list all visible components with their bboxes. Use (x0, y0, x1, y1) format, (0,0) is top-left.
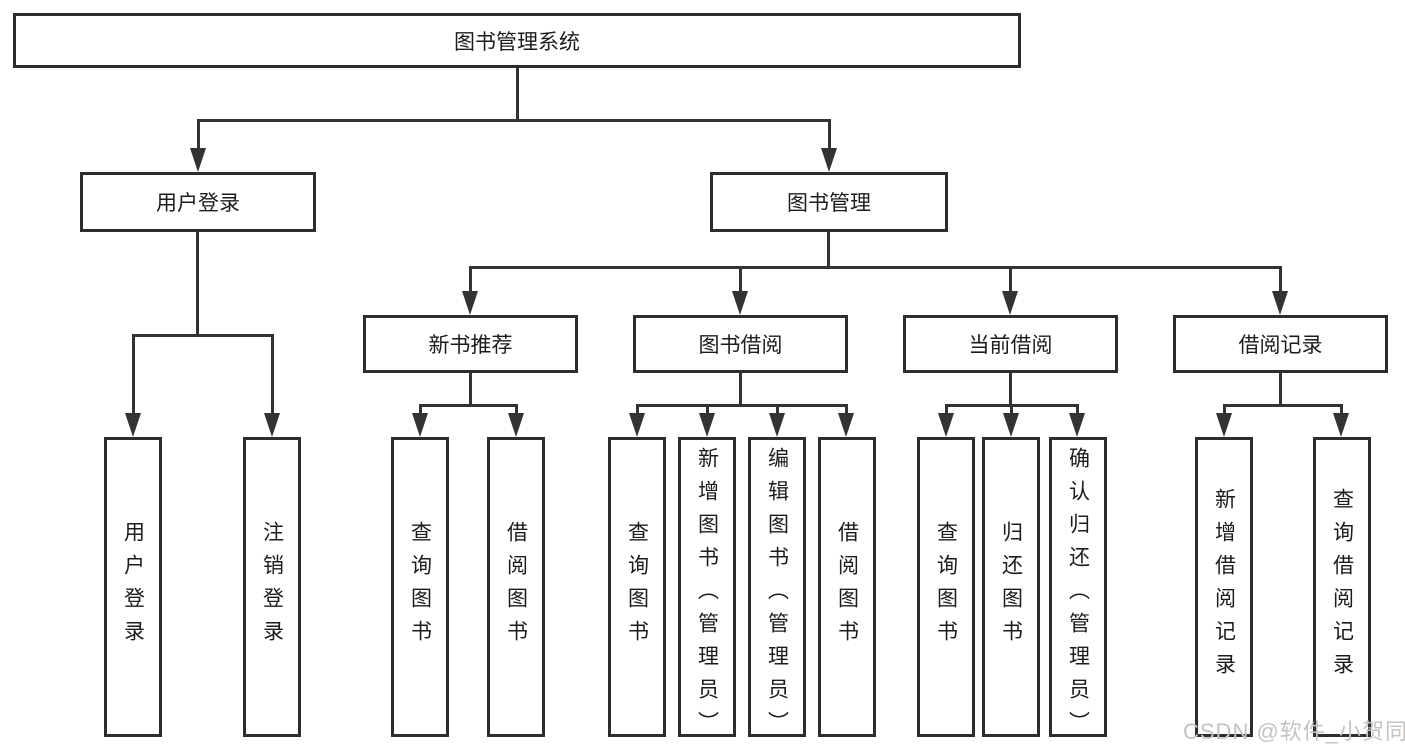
node-label: 借阅图书 (504, 521, 528, 653)
connector-line (419, 404, 518, 407)
node-library-management-system: 图书管理系统 (13, 13, 1021, 68)
connector-line (739, 373, 742, 407)
arrow-down-icon (125, 413, 141, 437)
node-label: 借阅记录 (1238, 334, 1323, 357)
connector-line (945, 404, 948, 416)
node-label: 新增借阅记录 (1212, 488, 1236, 686)
connector-line (469, 373, 472, 407)
connector-line (636, 404, 639, 416)
connector-line (419, 404, 422, 416)
arrow-down-icon (508, 413, 524, 437)
node-new-book-recommendation: 新书推荐 (363, 315, 578, 373)
node-label: 查询图书 (934, 521, 958, 653)
connector-line (196, 232, 199, 335)
arrow-down-icon (769, 413, 785, 437)
arrow-down-icon (1216, 413, 1232, 437)
node-borrow-records: 借阅记录 (1173, 315, 1388, 373)
csdn-watermark: CSDN @软件_小贺同学 (1183, 719, 1405, 744)
node-label: 图书管理系统 (454, 30, 580, 54)
connector-line (469, 266, 1282, 269)
leaf-add-borrow-record: 新增借阅记录 (1195, 437, 1253, 737)
connector-line (469, 266, 472, 294)
leaf-user-login: 用户登录 (104, 437, 162, 737)
connector-line (197, 119, 831, 122)
arrow-down-icon (1272, 291, 1288, 315)
leaf-query-books: 查询图书 (391, 437, 449, 737)
node-label: 查询借阅记录 (1330, 488, 1354, 686)
connector-line (1076, 404, 1079, 416)
node-label: 用户登录 (121, 521, 145, 653)
node-label: 用户登录 (156, 192, 240, 215)
arrow-down-icon (1002, 291, 1018, 315)
leaf-borrow-books: 借阅图书 (818, 437, 876, 737)
connector-line (1009, 266, 1012, 294)
leaf-query-borrow-record: 查询借阅记录 (1313, 437, 1371, 737)
connector-line (271, 334, 274, 416)
node-label: 图书管理 (787, 192, 871, 215)
arrow-down-icon (412, 413, 428, 437)
arrow-down-icon (462, 291, 478, 315)
connector-line (1279, 373, 1282, 407)
arrow-down-icon (938, 413, 954, 437)
arrow-down-icon (1333, 413, 1349, 437)
node-label: 查询图书 (408, 521, 432, 653)
node-label: 新书推荐 (428, 334, 513, 357)
connector-line (636, 404, 847, 407)
connector-line (1010, 404, 1013, 416)
node-label: 图书借阅 (698, 334, 783, 357)
arrow-down-icon (264, 413, 280, 437)
arrow-down-icon (732, 291, 748, 315)
node-user-login: 用户登录 (80, 172, 316, 232)
arrow-down-icon (1003, 413, 1019, 437)
arrow-down-icon (838, 413, 854, 437)
arrow-down-icon (821, 148, 837, 172)
node-label: 查询图书 (625, 521, 649, 653)
node-label: 确认归还（管理员） (1066, 447, 1090, 744)
connector-line (515, 404, 518, 416)
connector-line (132, 334, 135, 416)
connector-line (1279, 266, 1282, 294)
node-label: 当前借阅 (968, 334, 1053, 357)
leaf-edit-books-admin: 编辑图书（管理员） (748, 437, 806, 744)
leaf-add-books-admin: 新增图书（管理员） (678, 437, 736, 744)
arrow-down-icon (1069, 413, 1085, 437)
leaf-return-books: 归还图书 (982, 437, 1040, 737)
node-current-borrowing: 当前借阅 (903, 315, 1118, 373)
leaf-query-books: 查询图书 (917, 437, 975, 737)
node-label: 新增图书（管理员） (695, 447, 719, 744)
node-book-borrowing: 图书借阅 (633, 315, 848, 373)
node-label: 借阅图书 (835, 521, 859, 653)
arrow-down-icon (190, 148, 206, 172)
connector-line (516, 68, 519, 121)
node-book-management: 图书管理 (710, 172, 948, 232)
connector-line (739, 266, 742, 294)
leaf-confirm-return-admin: 确认归还（管理员） (1049, 437, 1107, 744)
node-label: 归还图书 (999, 521, 1023, 653)
connector-line (1340, 404, 1343, 416)
connector-line (776, 404, 779, 416)
connector-line (1223, 404, 1226, 416)
connector-line (706, 404, 709, 416)
node-label: 注销登录 (260, 521, 284, 653)
connector-line (132, 334, 274, 337)
arrow-down-icon (699, 413, 715, 437)
connector-line (828, 119, 831, 153)
connector-line (1009, 373, 1012, 407)
connector-line (845, 404, 848, 416)
connector-line (1223, 404, 1343, 407)
connector-line (197, 119, 200, 153)
leaf-logout-login: 注销登录 (243, 437, 301, 737)
leaf-borrow-books: 借阅图书 (487, 437, 545, 737)
connector-line (827, 232, 830, 269)
node-label: 编辑图书（管理员） (765, 447, 789, 744)
leaf-query-books: 查询图书 (608, 437, 666, 737)
arrow-down-icon (629, 413, 645, 437)
